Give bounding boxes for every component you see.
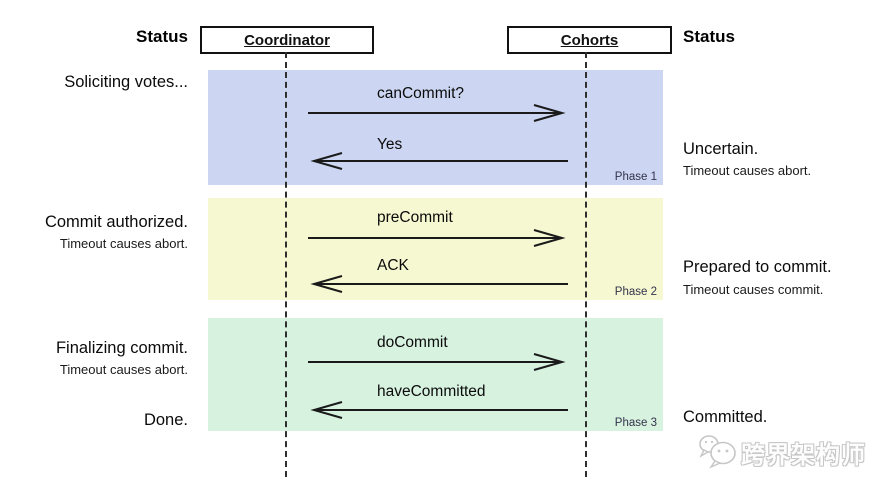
chat-bubbles-face-logo-icon	[696, 432, 740, 470]
phase-2-right-note: Timeout causes commit.	[683, 282, 824, 297]
cohorts-label: Cohorts	[560, 31, 619, 49]
message-label: canCommit?	[377, 85, 464, 102]
message-arrow-left-icon	[306, 272, 570, 296]
phase-1-band: Phase 1	[208, 70, 663, 185]
message-arrow-right-icon	[306, 101, 570, 125]
watermark-text: 跨界架构师	[741, 442, 866, 469]
cohorts-lifeline	[585, 52, 587, 477]
phase-1-tag: Phase 1	[614, 171, 657, 183]
message-arrow-right-icon	[306, 226, 570, 250]
phase-1-left-status: Soliciting votes...	[64, 73, 188, 91]
coordinator-label: Coordinator	[244, 31, 330, 49]
phase-2-right-status: Prepared to commit.	[683, 258, 832, 276]
phase-3-left-status: Finalizing commit.	[55, 339, 188, 357]
phase-1-right-note: Timeout causes abort.	[683, 163, 812, 178]
phase-3-left-note: Timeout causes abort.	[59, 362, 188, 377]
message-label: Yes	[377, 136, 403, 153]
message-label: ACK	[377, 257, 409, 274]
message-arrow-left-icon	[306, 149, 570, 173]
phase-3-right-status: Committed.	[683, 408, 768, 426]
message-arrow-right-icon	[306, 350, 570, 374]
phase-3-band: Phase 3	[208, 318, 663, 431]
status-header-right: Status	[683, 27, 735, 46]
phase-3-tag: Phase 3	[614, 417, 657, 429]
coordinator-box: Coordinator	[200, 26, 374, 54]
message-arrow-left-icon	[306, 398, 570, 422]
message-label: haveCommitted	[377, 383, 486, 400]
phase-2-left-status: Commit authorized.	[44, 213, 188, 231]
message-label: preCommit	[377, 209, 453, 226]
message-label: doCommit	[377, 334, 448, 351]
phase-2-tag: Phase 2	[614, 286, 657, 298]
coordinator-lifeline	[285, 52, 287, 477]
phase-3-done-status: Done.	[143, 411, 188, 429]
status-header-left: Status	[136, 27, 188, 46]
phase-2-left-note: Timeout causes abort.	[59, 236, 188, 251]
cohorts-box: Cohorts	[507, 26, 672, 54]
phase-1-right-status: Uncertain.	[683, 140, 759, 158]
